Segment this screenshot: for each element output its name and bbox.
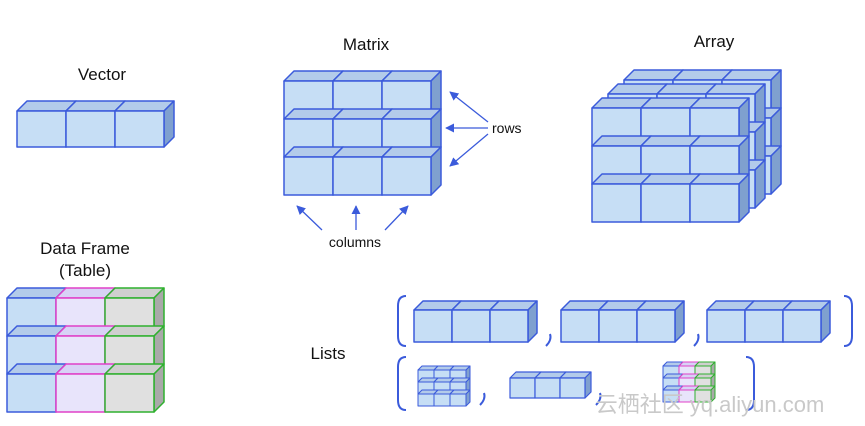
- list-brackets: [397, 295, 853, 411]
- column-arrow-left: [296, 205, 323, 231]
- rows-label: rows: [492, 120, 522, 136]
- column-arrows: [296, 205, 409, 231]
- list-data-frame-cell: [694, 385, 716, 403]
- row-arrow-top: [449, 91, 489, 123]
- list1-close-bracket: [843, 295, 853, 347]
- data-frame-label: Data Frame: [40, 239, 130, 258]
- list-vector-cell: [636, 300, 685, 343]
- row-arrow-bottom: [449, 133, 489, 167]
- list-matrix-cell: [449, 389, 471, 407]
- row-arrows: [445, 91, 489, 167]
- lists-label: Lists: [311, 344, 346, 363]
- matrix-cell: [381, 146, 442, 196]
- vector-cell: [114, 100, 175, 148]
- vector-illustration: [16, 100, 175, 148]
- columns-label: columns: [329, 234, 381, 250]
- data-frame-cell: [104, 363, 165, 413]
- list-commas: [479, 333, 700, 406]
- data-frame-sublabel: (Table): [59, 261, 111, 280]
- matrix-label: Matrix: [343, 35, 390, 54]
- list2-open-bracket: [397, 356, 407, 411]
- array-illustration: [591, 69, 782, 223]
- list-vector-cell: [489, 300, 538, 343]
- data-frame-illustration: [6, 287, 165, 413]
- list2-close-bracket: [745, 356, 755, 411]
- vector-label: Vector: [78, 65, 127, 84]
- watermark: 云栖社区 yq.aliyun.com: [596, 392, 825, 417]
- column-arrow-right: [384, 205, 409, 231]
- list-vector-cell: [782, 300, 831, 343]
- array-cell: [689, 173, 750, 223]
- matrix-illustration: [283, 70, 442, 196]
- list-vector-small-cell: [559, 371, 592, 399]
- array-label: Array: [694, 32, 735, 51]
- list1-open-bracket: [397, 295, 407, 347]
- lists-illustration: [413, 300, 831, 407]
